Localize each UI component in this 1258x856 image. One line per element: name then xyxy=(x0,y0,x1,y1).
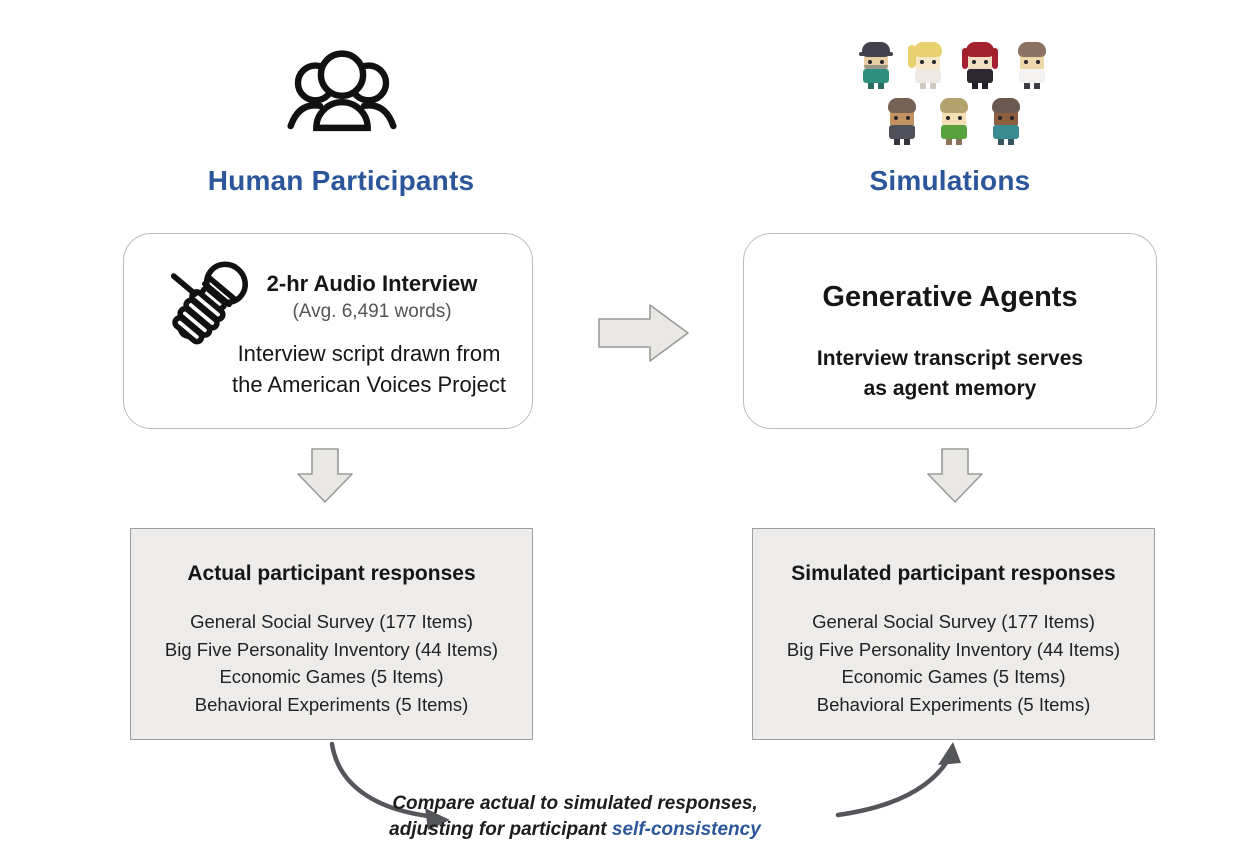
actual-responses-heading: Actual participant responses xyxy=(187,562,476,585)
simulated-responses-box: Simulated participant responses General … xyxy=(752,528,1155,740)
microphone-in-hand-icon xyxy=(170,261,249,345)
pixel-character-blonde-woman-pink-dress xyxy=(908,42,945,90)
left-column-title: Human Participants xyxy=(207,165,475,196)
agents-box-heading: Generative Agents xyxy=(822,281,1078,313)
left-curved-arrow xyxy=(329,741,450,830)
list-item: Economic Games (5 Items) xyxy=(219,666,444,688)
right-down-block-arrow xyxy=(927,448,983,503)
pixel-character-row xyxy=(859,42,1049,90)
compare-note-line2: adjusting for participant self-consisten… xyxy=(389,819,761,840)
pixel-character-group xyxy=(838,42,1070,146)
pixel-character-dark-skinned-person-teal-top xyxy=(989,98,1023,146)
interview-box-heading: 2-hr Audio Interview xyxy=(266,271,478,296)
interview-box: 2-hr Audio Interview (Avg. 6,491 words) … xyxy=(123,233,533,429)
agents-box-body-line1: Interview transcript serves xyxy=(816,347,1084,370)
people-group-icon xyxy=(287,50,397,132)
compare-note: Compare actual to simulated responses, a… xyxy=(330,791,820,843)
list-item: Big Five Personality Inventory (44 Items… xyxy=(164,638,499,660)
list-item: Behavioral Experiments (5 Items) xyxy=(816,693,1091,715)
actual-responses-list: General Social Survey (177 Items) Big Fi… xyxy=(131,608,532,718)
right-curved-arrow xyxy=(835,742,961,818)
compare-note-line1: Compare actual to simulated responses, xyxy=(392,793,758,814)
interview-box-body-line1: Interview script drawn from xyxy=(237,341,501,366)
right-column-title: Simulations xyxy=(869,165,1031,196)
list-item: Big Five Personality Inventory (44 Items… xyxy=(786,638,1121,660)
list-item: General Social Survey (177 Items) xyxy=(190,611,473,632)
pixel-character-row xyxy=(885,98,1023,146)
simulated-responses-list: General Social Survey (177 Items) Big Fi… xyxy=(753,608,1154,718)
pixel-character-brown-haired-man-white-shirt xyxy=(1015,42,1049,90)
pixel-character-bearded-man-teal-suit xyxy=(859,42,893,90)
agents-box-body: Interview transcript serves as agent mem… xyxy=(744,344,1156,404)
list-item: General Social Survey (177 Items) xyxy=(812,611,1095,632)
left-down-block-arrow xyxy=(297,448,353,503)
simulated-responses-heading: Simulated participant responses xyxy=(791,562,1116,585)
pixel-character-man-dark-gray-jacket xyxy=(885,98,919,146)
self-consistency-highlight: self-consistency xyxy=(611,819,761,840)
agents-box-body-line2: as agent memory xyxy=(863,377,1037,400)
list-item: Behavioral Experiments (5 Items) xyxy=(194,693,469,715)
interview-box-subheading: (Avg. 6,491 words) xyxy=(292,301,452,322)
interview-box-body-line2: the American Voices Project xyxy=(232,372,506,397)
list-item: Economic Games (5 Items) xyxy=(841,666,1066,688)
right-block-arrow xyxy=(598,304,689,362)
pixel-character-blond-man-green-jacket xyxy=(937,98,971,146)
actual-responses-box: Actual participant responses General Soc… xyxy=(130,528,533,740)
generative-agents-box: Generative Agents Interview transcript s… xyxy=(743,233,1157,429)
interview-box-body: Interview script drawn from the American… xyxy=(208,338,530,400)
pixel-character-red-haired-woman-black-outfit xyxy=(962,42,998,90)
